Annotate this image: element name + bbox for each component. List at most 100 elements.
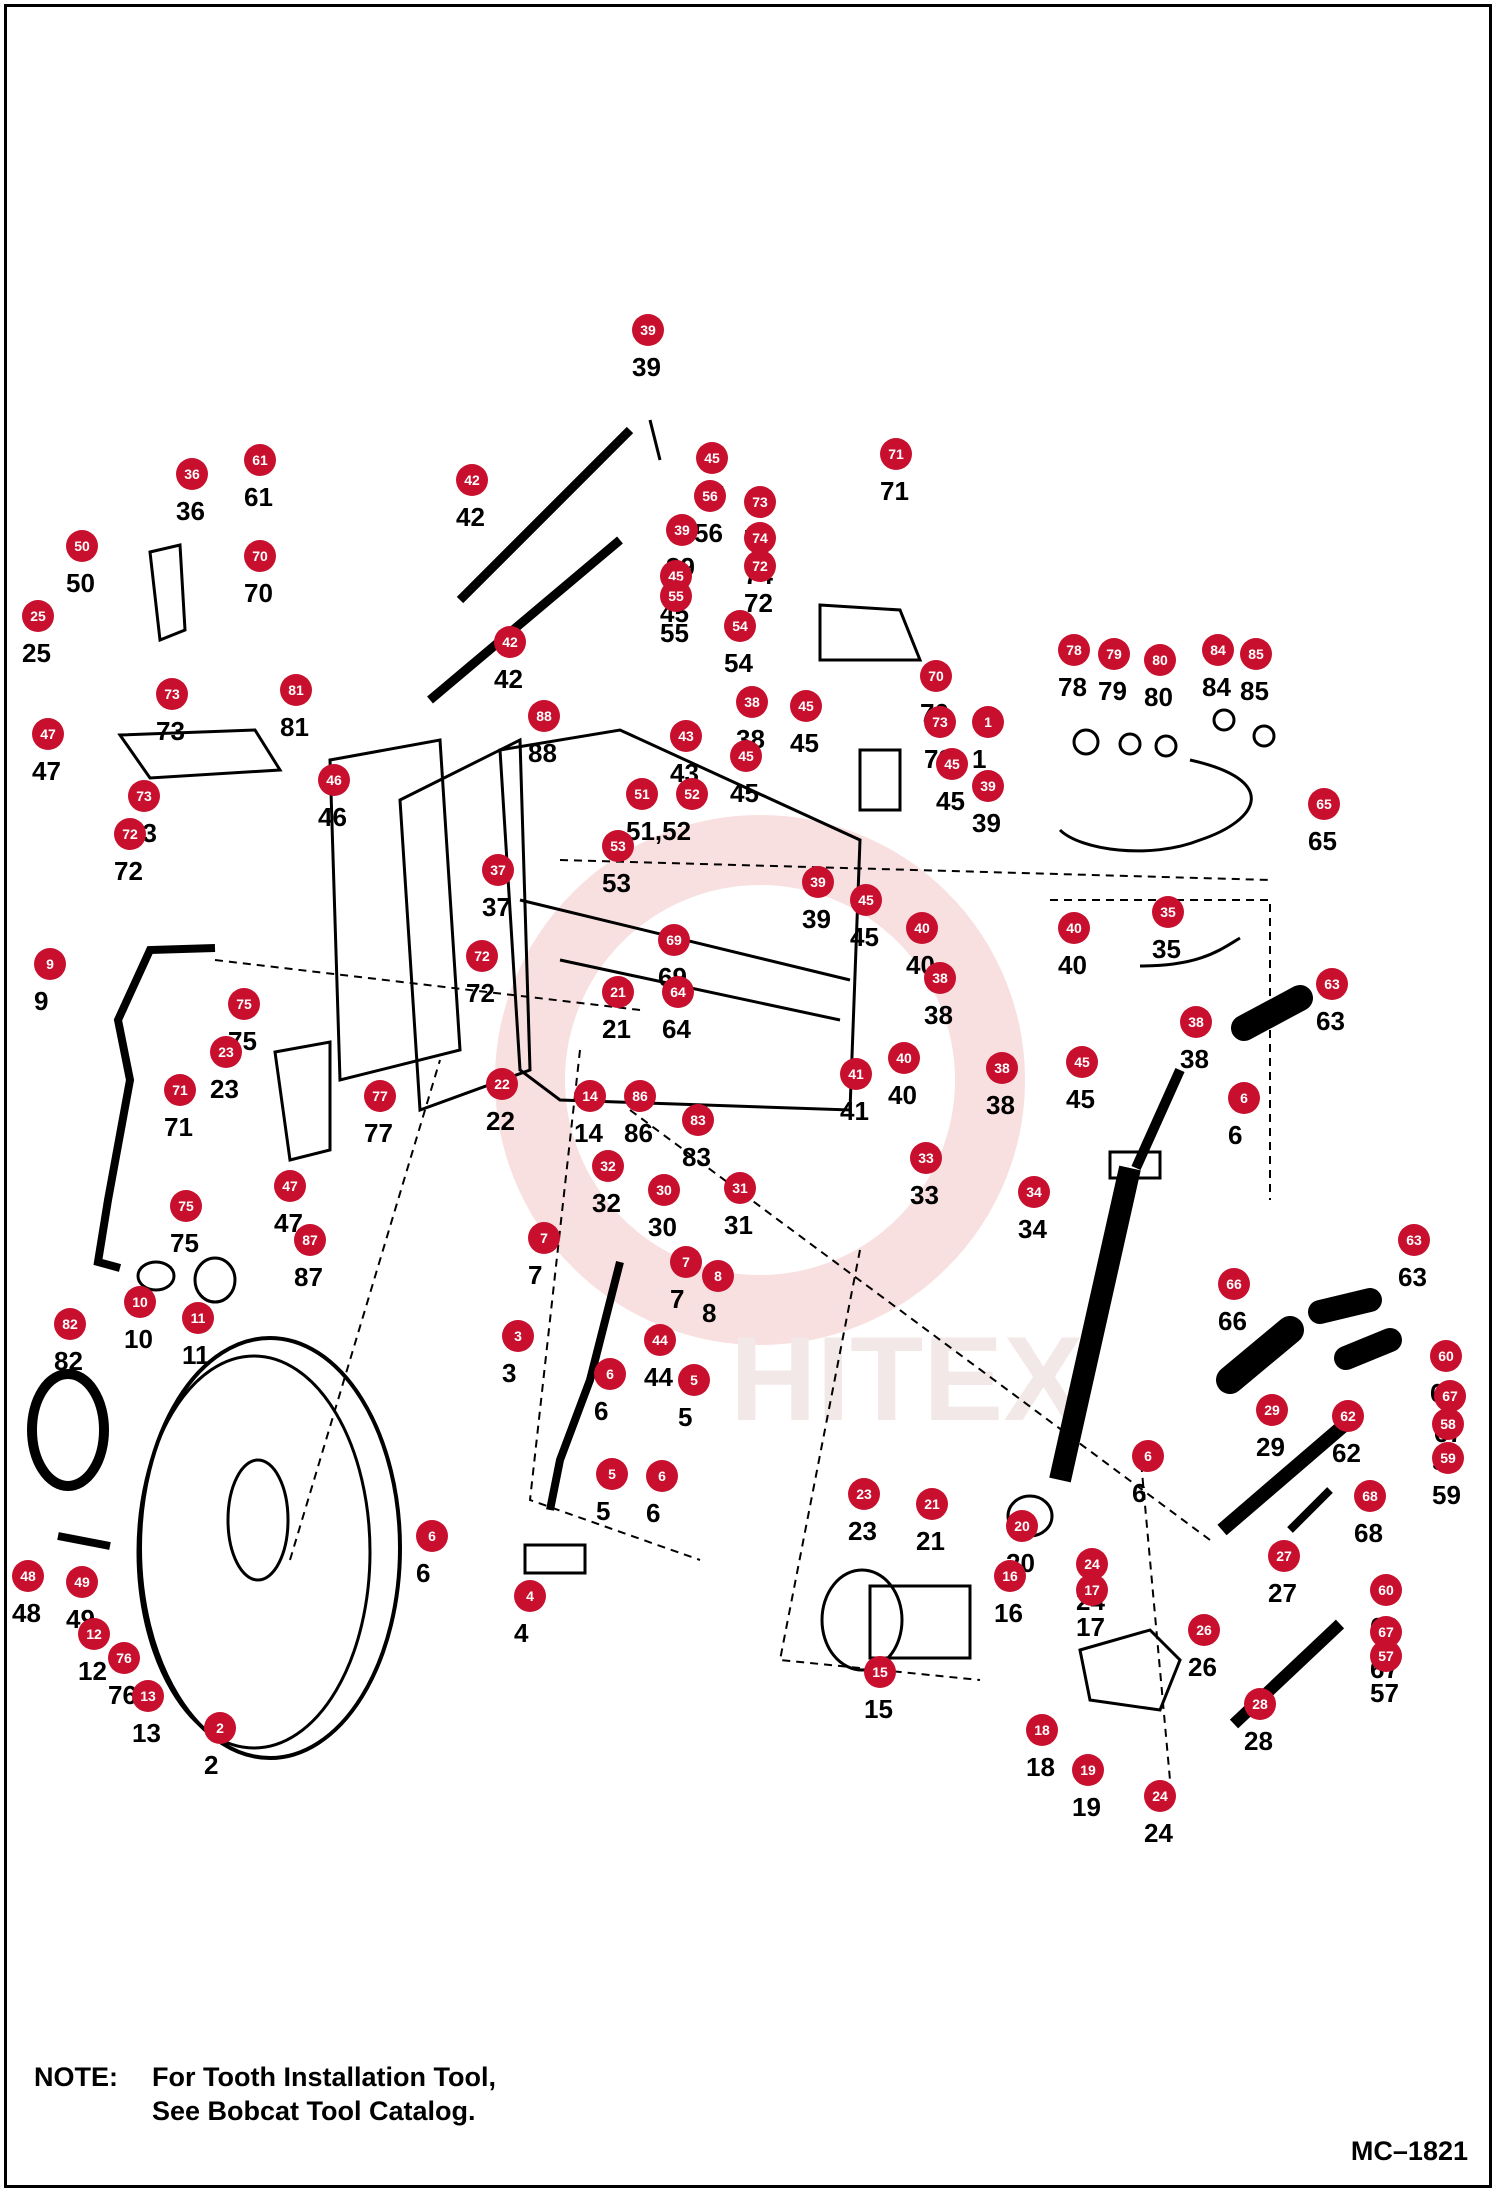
callout-part-number: 32 [592, 1188, 621, 1218]
callout-badge [972, 706, 1004, 738]
callout-part-number: 54 [724, 648, 753, 678]
callout-part-number: 66 [1218, 1306, 1247, 1336]
callout-badge [128, 780, 160, 812]
callout-1: 11 [972, 706, 1004, 774]
callout-badge-number: 22 [494, 1076, 510, 1092]
callout-part-number: 51,52 [626, 816, 691, 846]
callout-part-number: 11 [182, 1340, 210, 1370]
callout-2: 22 [204, 1712, 236, 1780]
callout-badge [274, 1170, 306, 1202]
callout-badge-number: 37 [490, 862, 506, 878]
callout-badge-number: 73 [164, 686, 180, 702]
callout-part-number: 78 [1058, 672, 1087, 702]
callout-badge [1228, 1082, 1260, 1114]
callout-badge-number: 68 [1362, 1488, 1378, 1504]
callout-badge-number: 43 [678, 728, 694, 744]
callout-31: 31 31 [724, 1172, 756, 1240]
callout-badge-number: 64 [670, 984, 686, 1000]
callout-badge-number: 6 [658, 1468, 666, 1484]
callout-badge-number: 67 [1442, 1388, 1458, 1404]
callout-badge [156, 678, 188, 710]
callout-badge-number: 38 [1188, 1014, 1204, 1030]
callout-badge [802, 866, 834, 898]
callout-badge [494, 626, 526, 658]
callout-badge [1398, 1224, 1430, 1256]
callout-part-number: 26 [1188, 1652, 1217, 1682]
callout-badge-number: 72 [752, 558, 768, 574]
callout-badge [696, 442, 728, 474]
callout-badge [1058, 912, 1090, 944]
callout-badge [848, 1478, 880, 1510]
callout-part-number: 27 [1268, 1578, 1297, 1608]
callout-badge [22, 600, 54, 632]
callout-badge [204, 1712, 236, 1744]
callout-badge [702, 1260, 734, 1292]
callout-badge-number: 18 [1034, 1722, 1050, 1738]
callout-badge-number: 73 [932, 714, 948, 730]
callout-part-number: 59 [1432, 1480, 1461, 1510]
callout-badge [1066, 1046, 1098, 1078]
callout-badge [528, 1222, 560, 1254]
callout-badge-number: 58 [1440, 1416, 1456, 1432]
callout-badge [364, 1080, 396, 1112]
callout-badge-number: 40 [896, 1050, 912, 1066]
callout-badge [724, 610, 756, 642]
callout-part-number: 38 [986, 1090, 1015, 1120]
callout-badge-number: 74 [752, 530, 768, 546]
callout-badge [1132, 1440, 1164, 1472]
callout-badge-number: 41 [848, 1066, 864, 1082]
callout-badge-number: 7 [682, 1254, 690, 1270]
callout-badge-number: 38 [932, 970, 948, 986]
callout-badge [850, 884, 882, 916]
callout-badge-number: 19 [1080, 1762, 1096, 1778]
callout-badge [528, 700, 560, 732]
callout-badge-number: 29 [1264, 1402, 1280, 1418]
callout-badge-number: 20 [1014, 1518, 1030, 1534]
callout-badge-number: 48 [20, 1568, 36, 1584]
callout-badge-number: 39 [640, 322, 656, 338]
callout-badge-number: 10 [132, 1294, 148, 1310]
callout-badge-number: 39 [810, 874, 826, 890]
callout-badge [1432, 1408, 1464, 1440]
callout-badge-number: 2 [216, 1720, 224, 1736]
callout-badge-number: 87 [302, 1232, 318, 1248]
callout-badge [694, 480, 726, 512]
callout-badge [280, 674, 312, 706]
callout-part-number: 62 [1332, 1438, 1361, 1468]
callout-part-number: 75 [170, 1228, 199, 1258]
callout-part-number: 45 [850, 922, 879, 952]
callout-badge [182, 1302, 214, 1334]
callout-badge-number: 45 [738, 748, 754, 764]
callout-part-number: 28 [1244, 1726, 1273, 1756]
callout-badge [1026, 1714, 1058, 1746]
callout-part-number: 4 [514, 1618, 529, 1648]
callout-badge [924, 962, 956, 994]
callout-part-number: 85 [1240, 676, 1269, 706]
callout-8: 88 [702, 1260, 734, 1328]
callout-part-number: 18 [1026, 1752, 1055, 1782]
callout-part-number: 31 [724, 1210, 753, 1240]
callout-6: 66 [1228, 1082, 1260, 1150]
callout-badge-number: 80 [1152, 652, 1168, 668]
callout-badge-number: 86 [632, 1088, 648, 1104]
callout-part-number: 7 [670, 1284, 684, 1314]
callout-badge-number: 63 [1324, 976, 1340, 992]
callout-badge [176, 458, 208, 490]
callout-badge-number: 31 [732, 1180, 748, 1196]
